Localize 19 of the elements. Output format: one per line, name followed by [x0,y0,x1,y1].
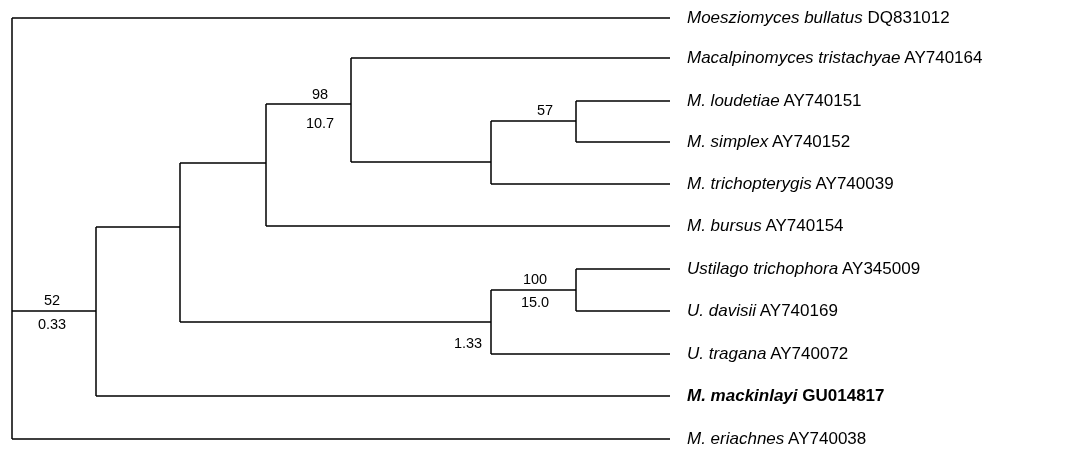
taxon-label: Moesziomyces bullatus DQ831012 [687,8,950,28]
taxon-label: U. davisii AY740169 [687,301,838,321]
taxon-label: M. mackinlayi GU014817 [687,386,885,406]
taxon-label: M. loudetiae AY740151 [687,91,862,111]
branch-support-value: 98 [311,85,329,104]
branch-support-value: 0.33 [37,315,67,334]
taxon-label: Ustilago trichophora AY345009 [687,259,921,279]
taxon-label: M. bursus AY740154 [687,216,844,236]
branch-support-value: 52 [43,291,61,310]
branch-support-value: 1.33 [453,334,483,353]
branch-support-value: 10.7 [305,114,335,133]
taxon-label: M. simplex AY740152 [687,132,851,152]
branch-support-value: 100 [522,270,548,289]
taxon-label: Macalpinomyces tristachyae AY740164 [687,48,983,68]
taxon-label: U. tragana AY740072 [687,344,849,364]
branch-support-value: 15.0 [520,293,550,312]
taxon-label: M. trichopterygis AY740039 [687,174,894,194]
branch-support-value: 57 [536,101,554,120]
taxon-label: M. eriachnes AY740038 [687,429,867,449]
